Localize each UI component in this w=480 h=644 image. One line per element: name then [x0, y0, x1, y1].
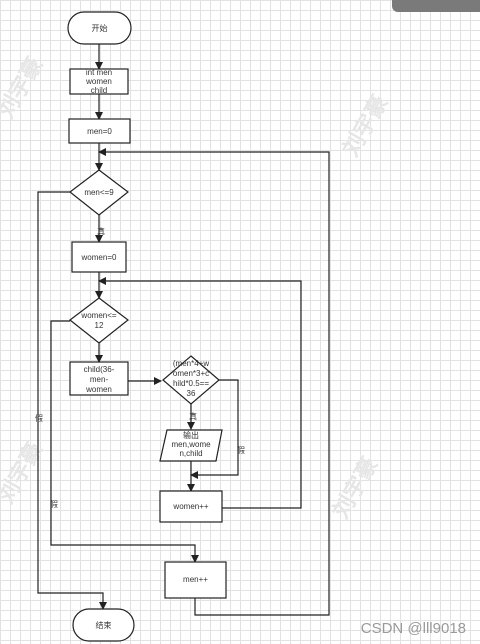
start-node: 开始 [67, 11, 132, 45]
declare-line-1: int men [86, 68, 112, 77]
csdn-credit: CSDN @lll9018 [361, 620, 466, 637]
edge-condeq-false [190, 379, 239, 479]
label-false-men: 假 [35, 414, 43, 423]
inc-men-label: men++ [183, 575, 208, 584]
cond-men-label: men<=9 [84, 188, 114, 197]
label-false-women: 假 [50, 500, 58, 509]
edge-condwomen-false [50, 320, 199, 563]
edge-incwomen-loop [98, 277, 302, 509]
cond-equation-line-1: (men*4+w [173, 359, 209, 368]
init-women-node: women=0 [71, 241, 127, 273]
declare-line-2: women [85, 77, 112, 86]
calc-child-node: child(36- men- women [69, 361, 129, 396]
output-line-2: men,wome [171, 440, 211, 449]
cond-equation-node: (men*4+w omen*3+c hild*0.5== 36 [162, 355, 220, 405]
output-line-1: 输出 [183, 430, 199, 440]
watermark-2: 刘宇豪 [338, 91, 394, 161]
init-men-label: men=0 [87, 127, 112, 136]
calc-child-line-2: men- [90, 375, 109, 384]
inc-women-node: women++ [159, 490, 223, 523]
output-node: 输出 men,wome n,child [159, 429, 223, 462]
cond-equation-line-4: 36 [187, 389, 196, 398]
edge-incmen-loop [98, 148, 330, 616]
watermark-1: 刘宇豪 [0, 53, 48, 123]
watermark-4: 刘宇豪 [328, 453, 384, 523]
label-true-equation: 真 [189, 411, 197, 421]
cond-equation-line-2: omen*3+c [173, 369, 209, 378]
calc-child-line-1: child(36- [84, 365, 115, 374]
label-false-equation: 假 [237, 446, 245, 455]
inc-women-label: women++ [172, 502, 208, 511]
cond-women-line-1: women<= [80, 311, 116, 320]
start-label: 开始 [92, 23, 108, 33]
cond-women-node: women<= 12 [69, 297, 129, 344]
label-true-men: 真 [97, 226, 105, 236]
inc-men-node: men++ [164, 561, 227, 599]
edge-condmen-false [37, 191, 107, 610]
init-men-node: men=0 [68, 118, 131, 144]
end-label: 结束 [96, 620, 112, 630]
declare-line-3: child [91, 86, 107, 95]
edges [37, 44, 330, 616]
cond-women-line-2: 12 [95, 321, 104, 330]
init-women-label: women=0 [81, 253, 117, 262]
end-node: 结束 [72, 608, 135, 642]
watermark-3: 刘宇豪 [0, 438, 48, 508]
cond-equation-line-3: hild*0.5== [173, 379, 209, 388]
calc-child-line-3: women [85, 385, 112, 394]
output-line-3: n,child [179, 449, 202, 458]
cond-men-node: men<=9 [69, 169, 129, 216]
window-corner-bar [392, 0, 480, 12]
declare-node: int men women child [69, 68, 129, 95]
